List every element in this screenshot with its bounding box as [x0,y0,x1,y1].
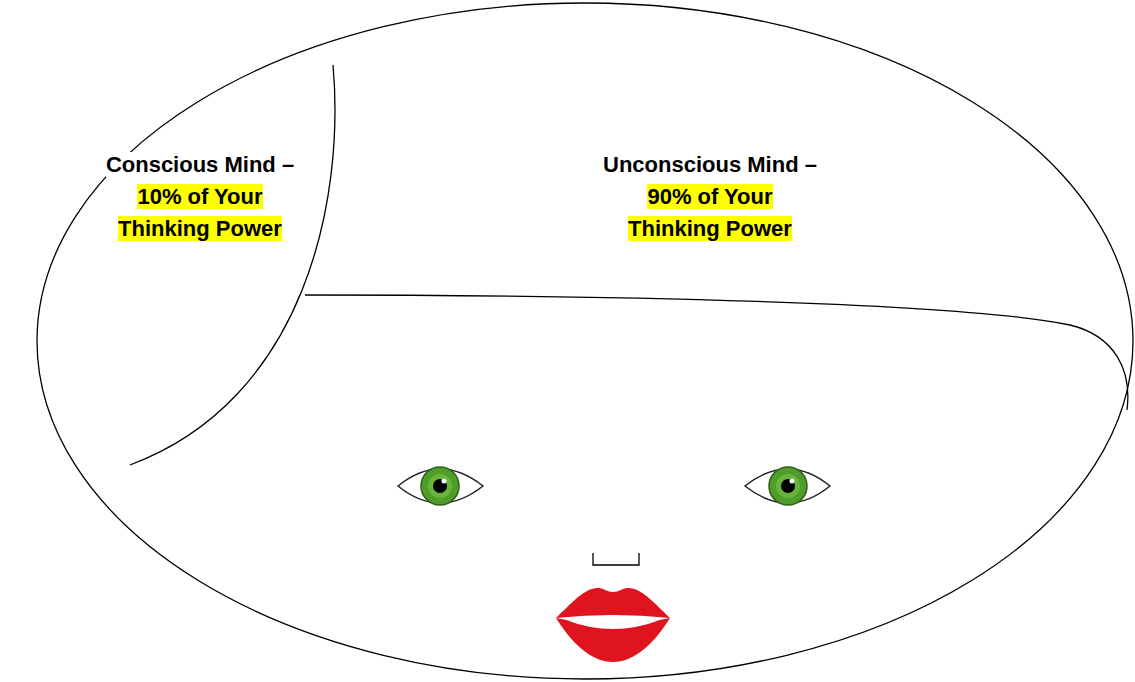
highlighted-share: 90% of Your Thinking Power [628,184,792,241]
region-heading: Conscious Mind – [106,152,294,177]
right-eye [745,467,830,505]
left-eye [398,467,483,505]
head-outline [37,3,1133,679]
conscious-divider [130,65,335,465]
region-heading-block: Unconscious Mind – [545,149,875,181]
nose [593,553,639,565]
lips [556,588,670,662]
highlighted-share-block: 90% of Your Thinking Power [615,181,805,245]
region-heading: Unconscious Mind – [603,152,817,177]
region-heading-block: Conscious Mind – [70,149,330,181]
hairline-divider [305,295,1128,410]
highlighted-share-block: 10% of Your Thinking Power [110,181,290,245]
highlighted-share: 10% of Your Thinking Power [118,184,282,241]
